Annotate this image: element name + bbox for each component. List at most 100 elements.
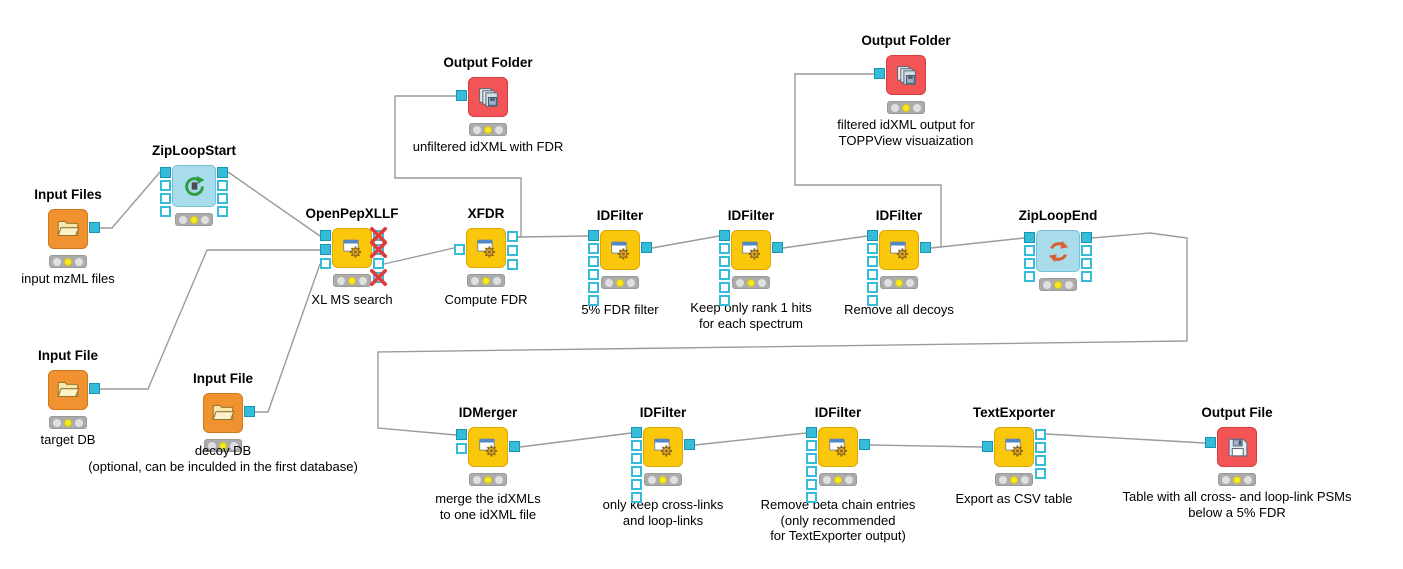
connection-input-file-target-to-openpepxllf[interactable] [100,249,320,390]
connection-idfilter-3-to-zip-loop-end[interactable] [930,237,1025,249]
output-port[interactable] [373,230,384,241]
output-port[interactable] [89,383,100,394]
output-port[interactable] [244,406,255,417]
input-port[interactable] [719,243,730,254]
output-port[interactable] [1035,468,1046,479]
connection-input-file-decoy-to-openpepxllf[interactable] [255,263,321,413]
node-zip-loop-end[interactable]: ZipLoopEnd [1019,208,1097,291]
connection-textexporter-to-output-file[interactable] [1045,433,1206,444]
output-port[interactable] [507,231,518,242]
input-port[interactable] [982,441,993,452]
output-port[interactable] [1035,429,1046,440]
input-port[interactable] [719,295,730,306]
connection-idfilter-1-to-idfilter-2[interactable] [651,235,720,249]
node-zip-loop-start[interactable]: ZipLoopStart [152,143,236,226]
output-port[interactable] [217,167,228,178]
input-port[interactable] [867,230,878,241]
node-body[interactable] [468,77,508,117]
output-port[interactable] [920,242,931,253]
output-port[interactable] [509,441,520,452]
input-port[interactable] [806,492,817,503]
input-port[interactable] [588,256,599,267]
connection-idmerger-to-idfilter-4[interactable] [519,432,632,448]
node-body[interactable] [1217,427,1257,467]
input-port[interactable] [874,68,885,79]
connection-xfdr-to-idfilter-1[interactable] [517,235,589,238]
input-port[interactable] [160,193,171,204]
output-port[interactable] [1081,232,1092,243]
connection-input-files-to-zip-loop-start[interactable] [100,171,161,229]
input-port[interactable] [867,269,878,280]
output-port[interactable] [1081,245,1092,256]
input-port[interactable] [806,427,817,438]
input-port[interactable] [588,243,599,254]
node-body[interactable] [466,228,506,268]
input-port[interactable] [631,492,642,503]
node-body[interactable] [886,55,926,95]
output-port[interactable] [373,258,384,269]
connection-openpepxllf-to-xfdr[interactable] [383,247,455,265]
input-port[interactable] [1024,271,1035,282]
input-port[interactable] [160,180,171,191]
node-body[interactable] [879,230,919,270]
output-port[interactable] [373,272,384,283]
input-port[interactable] [456,429,467,440]
input-port[interactable] [456,443,467,454]
input-port[interactable] [588,295,599,306]
output-port[interactable] [89,222,100,233]
input-port[interactable] [1024,258,1035,269]
input-port[interactable] [806,466,817,477]
input-port[interactable] [588,269,599,280]
input-port[interactable] [1024,245,1035,256]
node-body[interactable] [731,230,771,270]
input-port[interactable] [631,479,642,490]
node-body[interactable] [1036,230,1080,272]
output-port[interactable] [373,244,384,255]
connection-zip-loop-start-to-openpepxllf[interactable] [227,171,321,237]
input-port[interactable] [320,258,331,269]
input-port[interactable] [160,167,171,178]
input-port[interactable] [631,427,642,438]
output-port[interactable] [217,206,228,217]
output-port[interactable] [507,259,518,270]
input-port[interactable] [806,440,817,451]
node-body[interactable] [203,393,243,433]
input-port[interactable] [320,244,331,255]
input-port[interactable] [454,244,465,255]
output-port[interactable] [772,242,783,253]
input-port[interactable] [588,282,599,293]
output-port[interactable] [217,180,228,191]
input-port[interactable] [456,90,467,101]
input-port[interactable] [160,206,171,217]
input-port[interactable] [867,243,878,254]
input-port[interactable] [806,479,817,490]
node-body[interactable] [600,230,640,270]
node-body[interactable] [48,209,88,249]
connection-idfilter-2-to-idfilter-3[interactable] [782,235,868,249]
output-port[interactable] [859,439,870,450]
input-port[interactable] [719,256,730,267]
output-port[interactable] [1035,455,1046,466]
input-port[interactable] [631,453,642,464]
input-port[interactable] [867,295,878,306]
input-port[interactable] [867,282,878,293]
connection-idfilter-4-to-idfilter-5[interactable] [694,432,807,446]
input-port[interactable] [867,256,878,267]
node-body[interactable] [994,427,1034,467]
output-port[interactable] [641,242,652,253]
node-body[interactable] [48,370,88,410]
